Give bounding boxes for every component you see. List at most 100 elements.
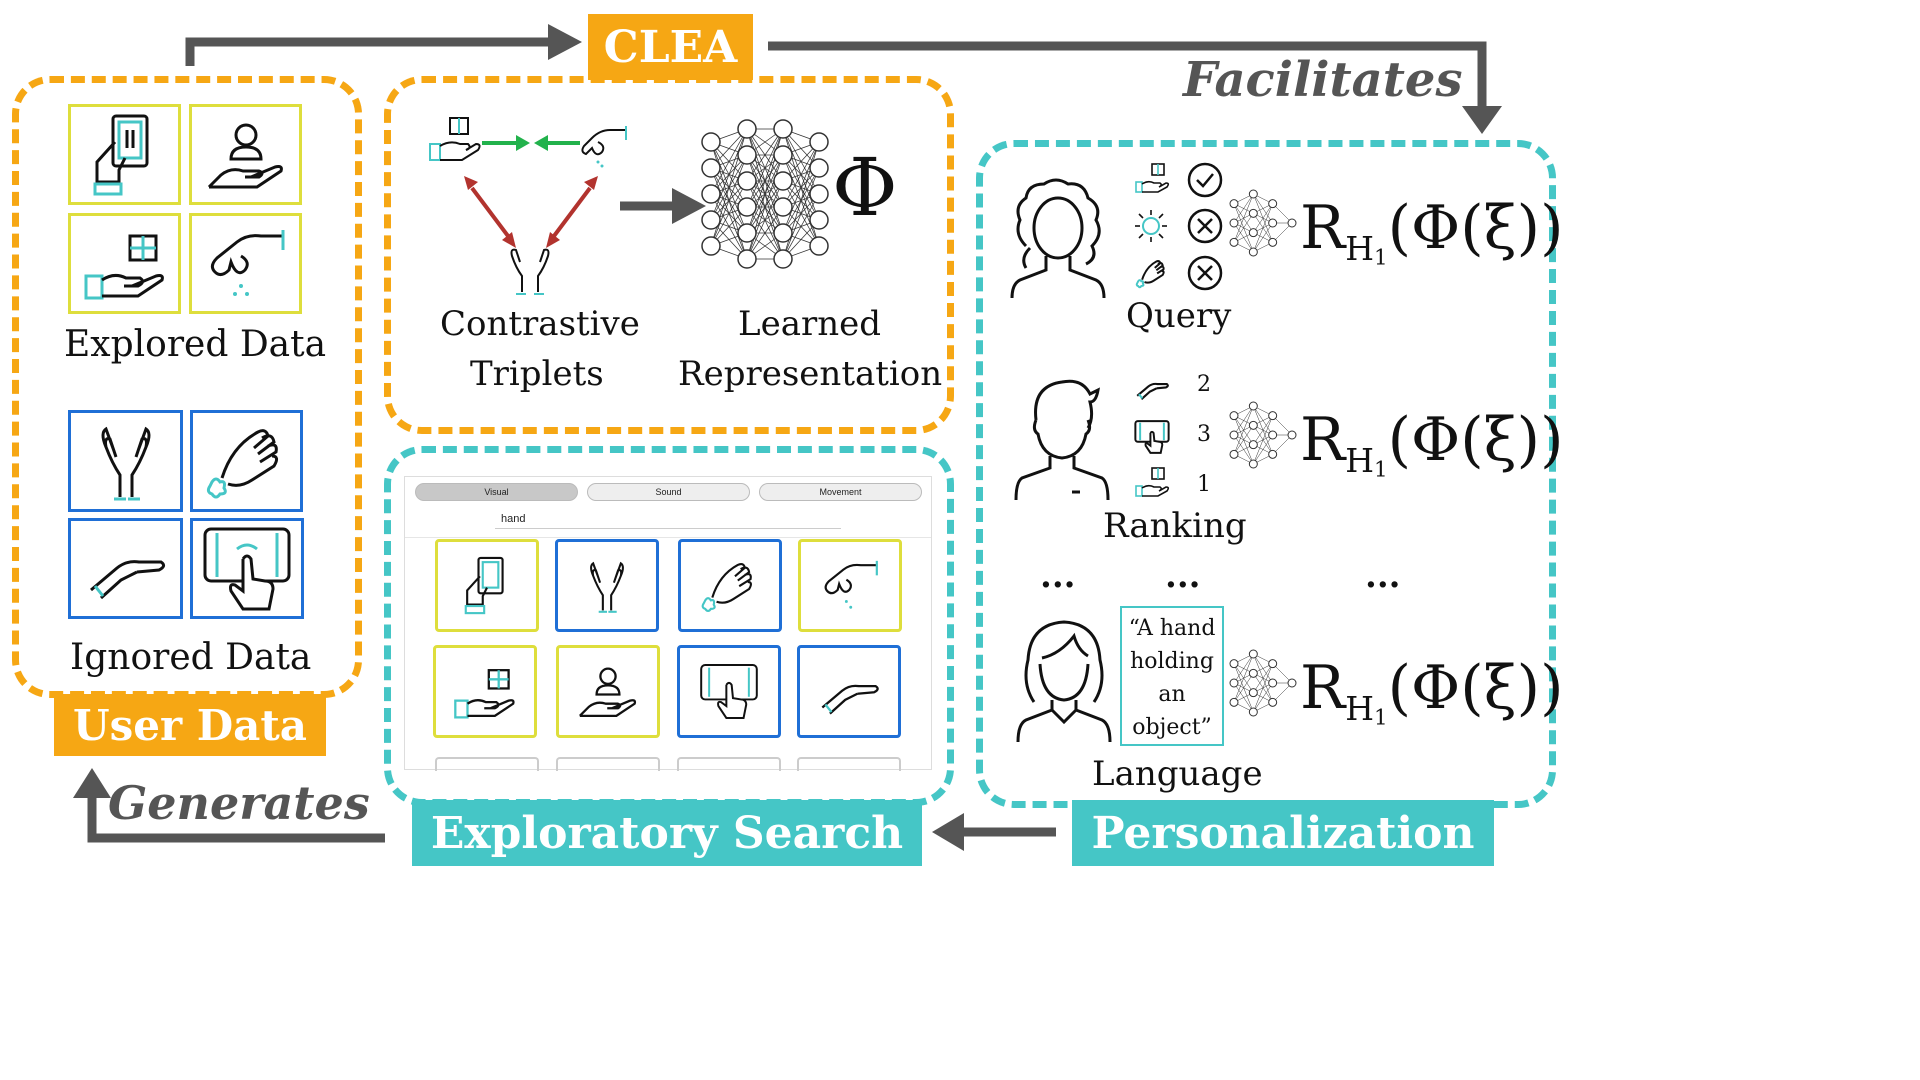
phone-in-hand-icon <box>93 114 148 195</box>
nn-node <box>1268 411 1278 421</box>
anchor-gift-icon <box>429 117 481 161</box>
explored-tile-person <box>189 104 302 205</box>
user-data-box <box>12 76 362 698</box>
generates-label: Generates <box>108 776 370 830</box>
negative-two-hands-icon <box>510 248 550 295</box>
search-input[interactable]: hand <box>495 509 841 529</box>
phone-in-hand-icon <box>464 556 504 615</box>
tab-visual[interactable]: Visual <box>415 483 578 501</box>
nn-edge <box>710 154 748 247</box>
result-card[interactable] <box>433 645 537 738</box>
result-card-partial <box>677 757 781 771</box>
nn-node <box>1268 449 1278 459</box>
personalization-tag: Personalization <box>1072 800 1494 866</box>
nn-node <box>1229 449 1239 459</box>
nn-node <box>701 184 721 204</box>
neural-network-small-icon <box>1229 649 1297 717</box>
nn-edge <box>710 180 748 247</box>
nn-node <box>701 210 721 230</box>
explored-tile-phone <box>68 104 181 205</box>
result-card[interactable] <box>556 645 660 738</box>
nn-node <box>737 119 757 139</box>
nn-edge <box>782 167 820 260</box>
open-palm-hand-icon <box>821 684 879 715</box>
hand-holding-gift-icon <box>84 234 164 299</box>
nn-node <box>1229 199 1239 209</box>
hand-splash-icon <box>206 429 278 499</box>
nn-edge <box>1253 434 1273 465</box>
nn-node <box>1229 659 1239 669</box>
nn-edge <box>1253 203 1273 233</box>
nn-edge <box>1253 415 1273 465</box>
nn-edge <box>1272 222 1293 243</box>
nn-edge <box>1272 415 1293 436</box>
nn-node <box>737 171 757 191</box>
nn-node <box>1229 697 1239 707</box>
exploratory-search-tag: Exploratory Search <box>412 800 922 866</box>
hand-touch-screen-icon <box>700 664 758 719</box>
nn-edge <box>1253 663 1273 713</box>
nn-node <box>1268 430 1278 440</box>
tab-movement[interactable]: Movement <box>759 483 922 501</box>
nn-edge <box>1233 653 1254 703</box>
hand-pinch-drop-icon <box>824 560 878 609</box>
check-icon <box>1187 162 1223 198</box>
nn-edge <box>746 180 784 260</box>
contrastive-triplet-diagram <box>429 117 627 295</box>
query-label: Query <box>1126 296 1232 336</box>
result-card[interactable] <box>798 539 902 632</box>
result-card[interactable] <box>435 539 539 632</box>
nn-node <box>701 236 721 256</box>
nn-node <box>1268 659 1278 669</box>
two-hands-icon <box>590 561 624 613</box>
result-card[interactable] <box>797 645 901 738</box>
neural-network-small-icon <box>1229 189 1297 257</box>
nn-node <box>1229 218 1239 228</box>
language-label: Language <box>1092 754 1263 794</box>
nn-edge <box>782 141 820 208</box>
query-sun-icon <box>1135 210 1167 242</box>
facilitates-label: Facilitates <box>1183 52 1463 108</box>
nn-edge <box>1272 682 1293 703</box>
nn-node <box>809 158 829 178</box>
query-gift-icon <box>1135 163 1170 193</box>
nn-node <box>773 171 793 191</box>
nn-edge <box>746 128 784 234</box>
clea-title: CLEA <box>588 14 753 80</box>
nn-node <box>701 158 721 178</box>
ignored-data-label: Ignored Data <box>70 637 312 678</box>
nn-edge <box>1253 682 1273 713</box>
tab-sound[interactable]: Sound <box>587 483 750 501</box>
ignored-tile-palm <box>68 518 183 619</box>
clea-box <box>384 76 954 434</box>
result-card[interactable] <box>555 539 659 632</box>
ignored-tile-touch <box>190 518 304 619</box>
cross-icon <box>1187 208 1223 244</box>
hand-pinch-drop-icon <box>210 229 284 296</box>
hand-holding-person-icon <box>207 123 283 188</box>
contrastive-label-line1: Contrastive <box>440 304 640 344</box>
rank-number: 1 <box>1197 472 1211 497</box>
nn-node <box>773 145 793 165</box>
language-query-box: “A hand holding an object” <box>1120 606 1224 746</box>
nn-node <box>1248 440 1258 450</box>
nn-node <box>1229 430 1239 440</box>
ellipsis: ... <box>1040 556 1076 596</box>
nn-node <box>737 223 757 243</box>
cross-icon <box>1187 255 1223 291</box>
two-hands-icon <box>101 426 150 501</box>
nn-edge <box>1233 425 1254 455</box>
nn-node <box>1287 218 1297 228</box>
ranking-label: Ranking <box>1103 506 1247 546</box>
nn-node <box>773 119 793 139</box>
nn-edge <box>1253 415 1273 445</box>
nn-edge <box>1233 193 1254 224</box>
user-avatar-man-icon <box>1014 379 1110 501</box>
rank-number: 3 <box>1197 422 1211 447</box>
nn-edge <box>1253 222 1273 253</box>
result-card[interactable] <box>678 539 782 632</box>
result-card[interactable] <box>677 645 781 738</box>
nn-node <box>701 132 721 152</box>
nn-edge <box>1233 673 1254 703</box>
to-network-arrow <box>620 188 706 224</box>
